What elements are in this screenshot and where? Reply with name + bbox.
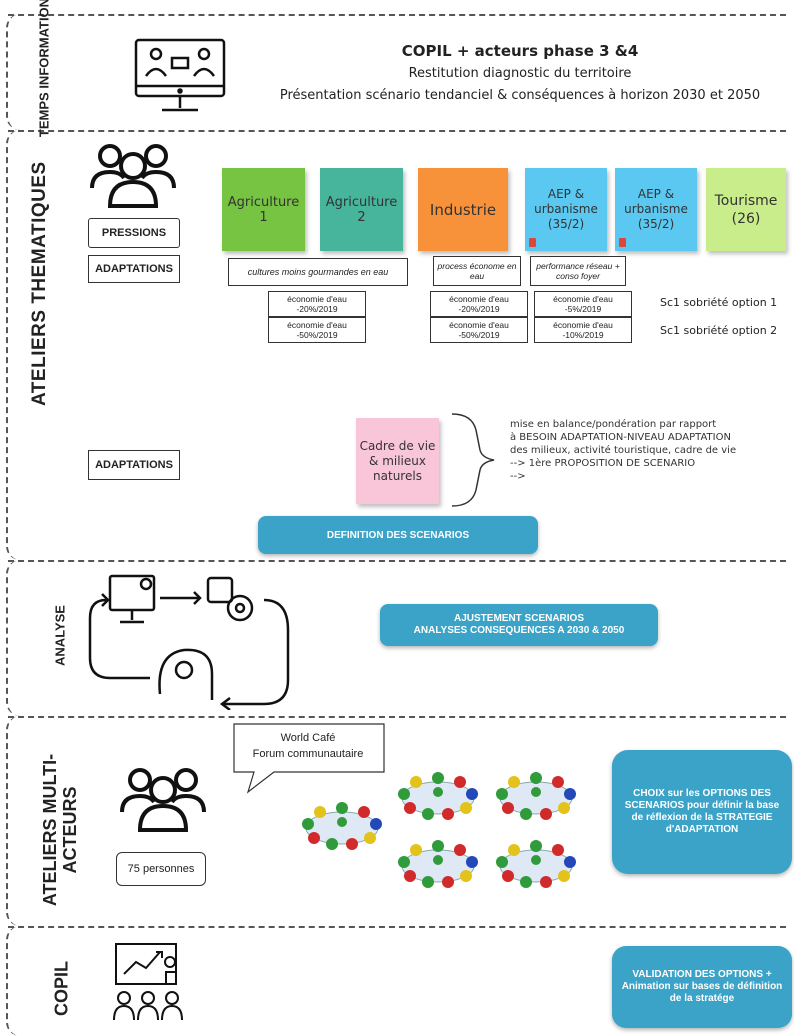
separator-top bbox=[8, 14, 786, 16]
left-bracket-5 bbox=[6, 926, 38, 1036]
presentation-icon bbox=[108, 940, 188, 1022]
header-line1: Restitution diagnostic du territoire bbox=[408, 66, 632, 81]
group-people-icon bbox=[118, 764, 208, 834]
sticky-agriculture-2: Agriculture 2 bbox=[320, 168, 403, 251]
round-table-illustration bbox=[300, 770, 600, 900]
sc1-option-2-label: Sc1 sobriété option 2 bbox=[660, 324, 778, 337]
separator-1 bbox=[8, 130, 786, 132]
eco-box-agri-2: économie d'eau -50%/2019 bbox=[268, 317, 366, 343]
adapt-box-aep: performance réseau + conso foyer bbox=[530, 256, 626, 286]
speech-line-1: World Café bbox=[280, 732, 336, 744]
eco-box-ind-2: économie d'eau -50%/2019 bbox=[430, 317, 528, 343]
cadre-note: mise en balance/pondération par rapport … bbox=[510, 418, 790, 483]
analysis-cycle-icon bbox=[80, 570, 300, 711]
header-title: COPIL + acteurs phase 3 &4 bbox=[401, 42, 639, 60]
curly-brace-icon bbox=[448, 410, 508, 510]
section-label-analyse: ANALYSE bbox=[52, 605, 68, 666]
sc1-option-1-label: Sc1 sobriété option 1 bbox=[660, 296, 778, 309]
sticky-aep-urbanisme-2: AEP & urbanisme (35/2) bbox=[615, 168, 697, 251]
pressions-label: PRESSIONS bbox=[88, 218, 180, 248]
sticky-aep-urbanisme-1: AEP & urbanisme (35/2) bbox=[525, 168, 607, 251]
speech-bubble: World Café Forum communautaire bbox=[232, 722, 390, 794]
ajustement-scenarios-button[interactable]: AJUSTEMENT SCENARIOS ANALYSES CONSEQUENC… bbox=[380, 604, 658, 646]
section-label-temps-information: TEMPS INFORMATION bbox=[36, 0, 52, 138]
header-line2: Présentation scénario tendanciel & consé… bbox=[279, 88, 761, 103]
group-people-icon bbox=[88, 140, 178, 210]
eco-box-aep-1: économie d'eau -5%/2019 bbox=[534, 291, 632, 317]
left-bracket-1 bbox=[6, 14, 38, 130]
note-line: mise en balance/pondération par rapport bbox=[510, 419, 717, 430]
eco-box-agri-1: économie d'eau -20%/2019 bbox=[268, 291, 366, 317]
video-conference-icon bbox=[132, 36, 228, 116]
section-label-ateliers-thematiques: ATELIERS THEMATIQUES bbox=[29, 161, 50, 406]
note-line: des milieux, activité touristique, cadre… bbox=[510, 445, 737, 456]
sticky-cadre-de-vie: Cadre de vie & milieux naturels bbox=[356, 418, 439, 504]
adaptations-label-2: ADAPTATIONS bbox=[88, 450, 180, 480]
section-label-copil: COPIL bbox=[51, 961, 72, 1017]
speech-line-2: Forum communautaire bbox=[252, 748, 364, 760]
note-line: à BESOIN ADAPTATION-NIVEAU ADAPTATION bbox=[510, 432, 731, 443]
note-line: --> 1ère PROPOSITION DE SCENARIO bbox=[510, 458, 696, 469]
tag-icon bbox=[619, 238, 626, 247]
note-line: --> bbox=[510, 471, 526, 482]
sticky-industrie: Industrie bbox=[418, 168, 508, 251]
section-label-ateliers-multi-acteurs: ATELIERS MULTI-ACTEURS bbox=[40, 753, 80, 907]
adapt-box-industrie: process économe en eau bbox=[433, 256, 521, 286]
eco-box-aep-2: économie d'eau -10%/2019 bbox=[534, 317, 632, 343]
tag-icon bbox=[529, 238, 536, 247]
eco-box-ind-1: économie d'eau -20%/2019 bbox=[430, 291, 528, 317]
separator-3 bbox=[8, 716, 786, 718]
adapt-box-agriculture: cultures moins gourmandes en eau bbox=[228, 258, 408, 286]
adaptations-label: ADAPTATIONS bbox=[88, 255, 180, 283]
choix-options-button[interactable]: CHOIX sur les OPTIONS DES SCENARIOS pour… bbox=[612, 750, 792, 874]
definition-scenarios-button[interactable]: DEFINITION DES SCENARIOS bbox=[258, 516, 538, 554]
sticky-agriculture-1: Agriculture 1 bbox=[222, 168, 305, 251]
sticky-tourisme: Tourisme (26) bbox=[706, 168, 786, 251]
left-bracket-4 bbox=[6, 716, 38, 926]
separator-4 bbox=[8, 926, 786, 928]
left-bracket-2 bbox=[6, 130, 38, 560]
personnes-count: 75 personnes bbox=[116, 852, 206, 886]
left-bracket-3 bbox=[6, 560, 38, 716]
separator-2 bbox=[8, 560, 786, 562]
validation-options-button[interactable]: VALIDATION DES OPTIONS + Animation sur b… bbox=[612, 946, 792, 1028]
